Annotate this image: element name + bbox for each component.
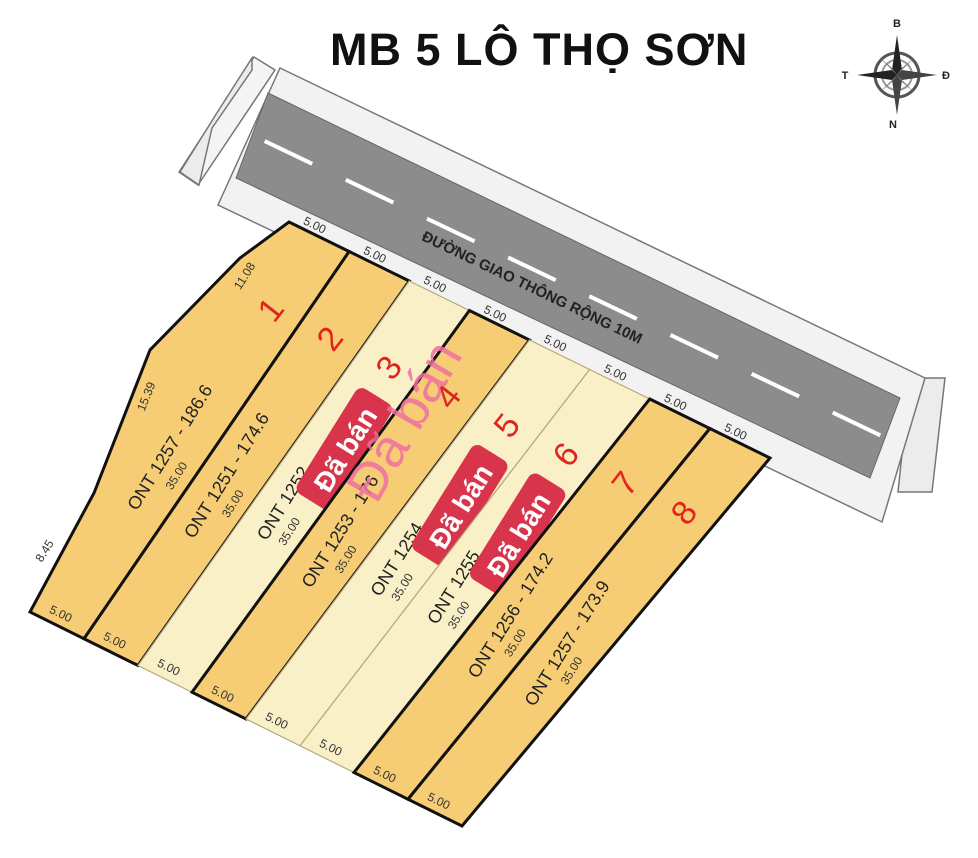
lot-front-width: 5.00	[542, 332, 569, 355]
lot-number: 4	[427, 378, 469, 416]
side-dim-middle: 15.39	[134, 380, 158, 413]
compass-west-label: T	[842, 70, 849, 82]
lot-back-width: 5.00	[101, 629, 128, 652]
lot-code: ONT 1251 - 174.6	[180, 409, 273, 542]
page-title: MB 5 LÔ THỌ SƠN	[330, 24, 749, 75]
sold-badge-label: Đã bán	[308, 402, 384, 498]
road-surface	[235, 92, 901, 479]
side-dim-top: 11.08	[231, 260, 258, 292]
road-lane-marking	[263, 139, 314, 166]
road-lane-marking	[507, 255, 557, 282]
lot-back-width: 5.00	[263, 709, 290, 732]
lot-8	[405, 426, 773, 828]
compass-south-label: N	[889, 119, 897, 130]
lot-code: ONT 1256 - 174.2	[464, 549, 557, 682]
compass-east-label: Đ	[942, 70, 950, 82]
road-arrow-left	[178, 55, 253, 187]
lot-depth: 35.00	[445, 598, 473, 631]
lot-back-width: 5.00	[371, 763, 398, 786]
lot-depth: 35.00	[558, 654, 586, 687]
sold-badge: Đã bán	[296, 388, 392, 510]
lot-back-width: 5.00	[317, 736, 344, 759]
road-lane-marking	[588, 294, 638, 321]
lot-code: ONT 1257 - 186.6	[123, 381, 216, 514]
side-dim-bottom: 8.45	[32, 537, 56, 565]
lot-depth: 35.00	[388, 570, 416, 603]
road-verge	[217, 66, 926, 524]
sold-badge-bg	[469, 473, 566, 595]
lot-back-width: 5.00	[47, 602, 74, 625]
lot-number: 8	[664, 494, 706, 532]
sold-badge-bg	[412, 445, 508, 567]
sold-badge-bg	[296, 388, 392, 510]
road-label: ĐƯỜNG GIAO THÔNG RỘNG 10M	[419, 227, 645, 347]
lot-back-width: 5.00	[425, 790, 452, 813]
road-lane-marking	[750, 371, 801, 399]
lot-back-width: 5.00	[155, 656, 182, 679]
lot-4	[189, 308, 532, 721]
sold-badge: Đã bán	[469, 473, 566, 595]
lot-depth: 35.00	[275, 515, 303, 548]
lot-front-width: 5.00	[301, 214, 328, 237]
road-lane-marking	[669, 333, 719, 360]
road-arrow-right	[897, 377, 946, 493]
lot-3	[137, 280, 471, 694]
lot-code: ONT 1257 - 173.9	[521, 577, 614, 710]
watermark-sold: Đã bán	[335, 331, 474, 512]
lot-depth: 35.00	[219, 487, 247, 520]
lot-5	[245, 339, 591, 747]
road-lane-marking	[831, 410, 882, 438]
lot-number: 7	[605, 465, 647, 503]
lot-front-width: 5.00	[602, 361, 629, 384]
lot-back-width: 5.00	[209, 683, 236, 706]
lot-code: ONT 1252	[253, 463, 314, 544]
lot-depth: 35.00	[163, 459, 191, 492]
compass-icon: B N Đ T	[842, 18, 950, 130]
road-end-cap-left	[177, 55, 277, 187]
road-lane-marking	[426, 216, 476, 244]
lot-depth: 35.00	[501, 626, 529, 659]
road-lane-marking	[344, 178, 395, 205]
lot-code: ONT 1254	[366, 519, 427, 600]
lot-front-width: 5.00	[421, 273, 448, 296]
lot-code: ONT 1255	[423, 547, 484, 628]
lot-number: 5	[487, 407, 529, 445]
sold-badge-label: Đã bán	[423, 459, 499, 555]
lot-number: 3	[368, 349, 410, 387]
lot-front-width: 5.00	[361, 243, 388, 266]
compass-north-label: B	[893, 18, 901, 30]
lot-code: ONT 1253 - 176	[298, 471, 383, 591]
lot-front-width: 5.00	[482, 302, 509, 325]
lot-6	[299, 368, 651, 774]
lot-number: 6	[546, 436, 588, 474]
lot-number: 1	[250, 291, 292, 329]
lot-1	[27, 220, 352, 641]
lot-front-width: 5.00	[722, 420, 749, 443]
sold-badge-label: Đã bán	[481, 487, 557, 583]
lot-2	[81, 249, 412, 668]
lot-depth: 35.00	[332, 543, 360, 576]
lot-front-width: 5.00	[662, 391, 689, 414]
lot-number: 2	[309, 320, 351, 358]
lot-7	[351, 397, 713, 802]
sold-badge: Đã bán	[412, 445, 508, 567]
